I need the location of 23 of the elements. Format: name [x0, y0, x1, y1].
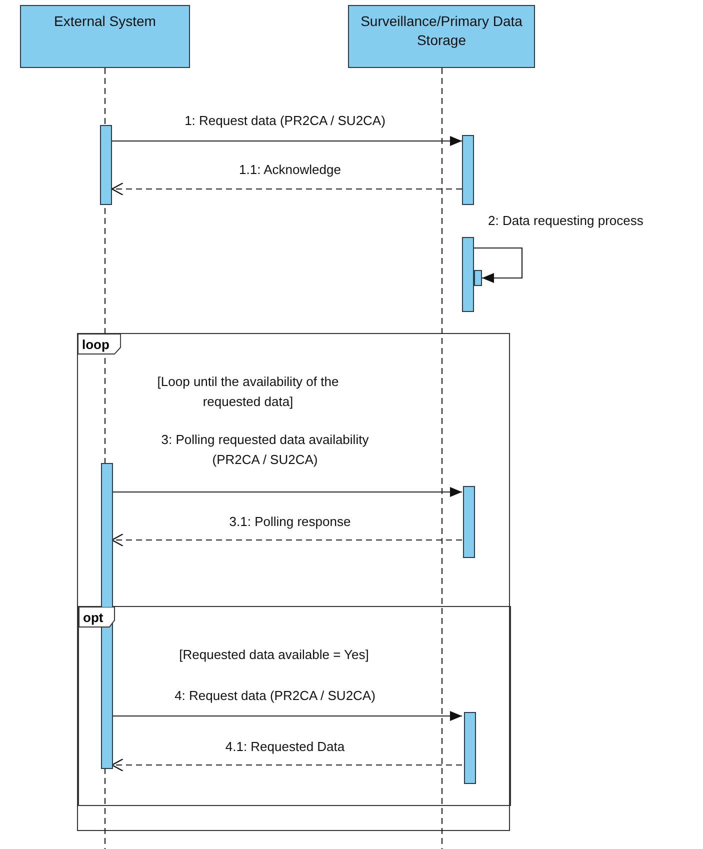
reply-arrow — [111, 533, 462, 547]
activation-bar — [101, 463, 113, 769]
activation-bar — [463, 486, 475, 558]
lifeline-head: External System — [20, 5, 190, 68]
reply-arrow — [111, 758, 462, 772]
fragment-operator: opt — [79, 607, 116, 628]
activation-bar — [100, 125, 112, 205]
message-arrow — [112, 136, 462, 146]
fragment-frame — [77, 333, 510, 831]
message-arrow — [112, 711, 462, 721]
activation-bar — [462, 135, 474, 205]
fragment-frame — [78, 606, 511, 806]
reply-arrow — [111, 182, 462, 196]
activation-bar — [474, 270, 482, 286]
activation-bar — [462, 237, 474, 312]
message-arrow — [112, 487, 462, 497]
guard-condition: [Loop until the availability of the requested data] — [156, 373, 340, 411]
fragment-operator: loop — [78, 334, 122, 355]
lifeline-head: Surveillance/Primary Data Storage — [348, 5, 535, 68]
lifeline — [441, 68, 443, 849]
activation-bar — [464, 712, 476, 784]
self-message-arrow — [474, 247, 523, 283]
guard-condition: [Requested data available = Yes] — [178, 646, 370, 664]
